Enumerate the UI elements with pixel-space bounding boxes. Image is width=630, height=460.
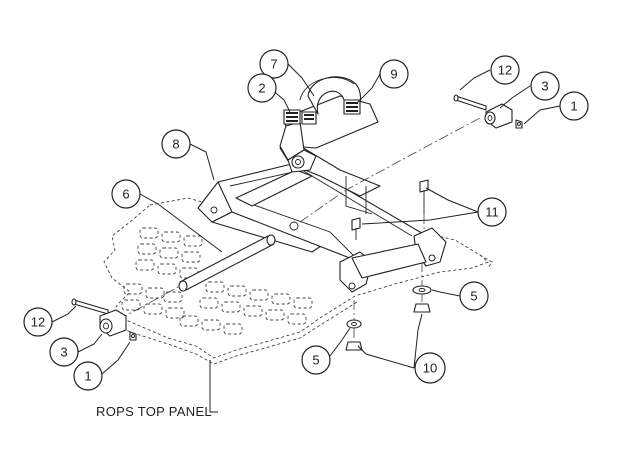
pivot-shaft — [178, 234, 276, 292]
bolts-11 — [351, 179, 429, 240]
callout-12-left: 12 — [23, 307, 53, 337]
leader-lines — [51, 63, 561, 413]
callout-10: 10 — [414, 352, 446, 384]
svg-text:6: 6 — [122, 187, 129, 202]
svg-text:3: 3 — [541, 79, 548, 94]
wear-pad-left — [283, 109, 301, 125]
svg-text:11: 11 — [485, 205, 499, 220]
hardware-right — [453, 94, 523, 129]
callout-7: 7 — [259, 49, 289, 79]
callout-5-right: 5 — [459, 281, 489, 311]
callout-2: 2 — [247, 73, 277, 103]
panel-cutouts-left — [135, 227, 203, 279]
callout-5-left: 5 — [301, 345, 331, 375]
center-line — [299, 117, 481, 223]
callout-1-left: 1 — [73, 361, 103, 391]
callout-9: 9 — [379, 59, 409, 89]
wear-pad-middle — [301, 111, 317, 125]
svg-text:1: 1 — [570, 99, 577, 114]
svg-text:12: 12 — [31, 315, 45, 330]
svg-text:3: 3 — [60, 345, 67, 360]
callout-6: 6 — [111, 179, 141, 209]
callout-3-left: 3 — [49, 337, 79, 367]
svg-text:5: 5 — [312, 353, 319, 368]
svg-text:8: 8 — [172, 137, 179, 152]
svg-text:9: 9 — [390, 67, 397, 82]
center-line-left — [117, 285, 181, 321]
callout-12-right: 12 — [490, 55, 520, 85]
callout-8: 8 — [161, 129, 191, 159]
svg-text:12: 12 — [498, 63, 512, 78]
panel-cutouts-front — [121, 281, 313, 335]
hardware-left — [71, 298, 137, 341]
svg-text:5: 5 — [470, 289, 477, 304]
svg-text:10: 10 — [423, 361, 437, 376]
svg-text:1: 1 — [84, 369, 91, 384]
callout-11: 11 — [477, 197, 507, 227]
rops-top-panel-label: ROPS TOP PANEL — [96, 404, 212, 419]
clamp-assembly — [279, 76, 379, 173]
base-frame — [197, 145, 447, 293]
callout-1-right: 1 — [559, 91, 589, 121]
svg-text:2: 2 — [258, 81, 265, 96]
svg-text:7: 7 — [270, 57, 277, 72]
callout-3-right: 3 — [530, 71, 560, 101]
